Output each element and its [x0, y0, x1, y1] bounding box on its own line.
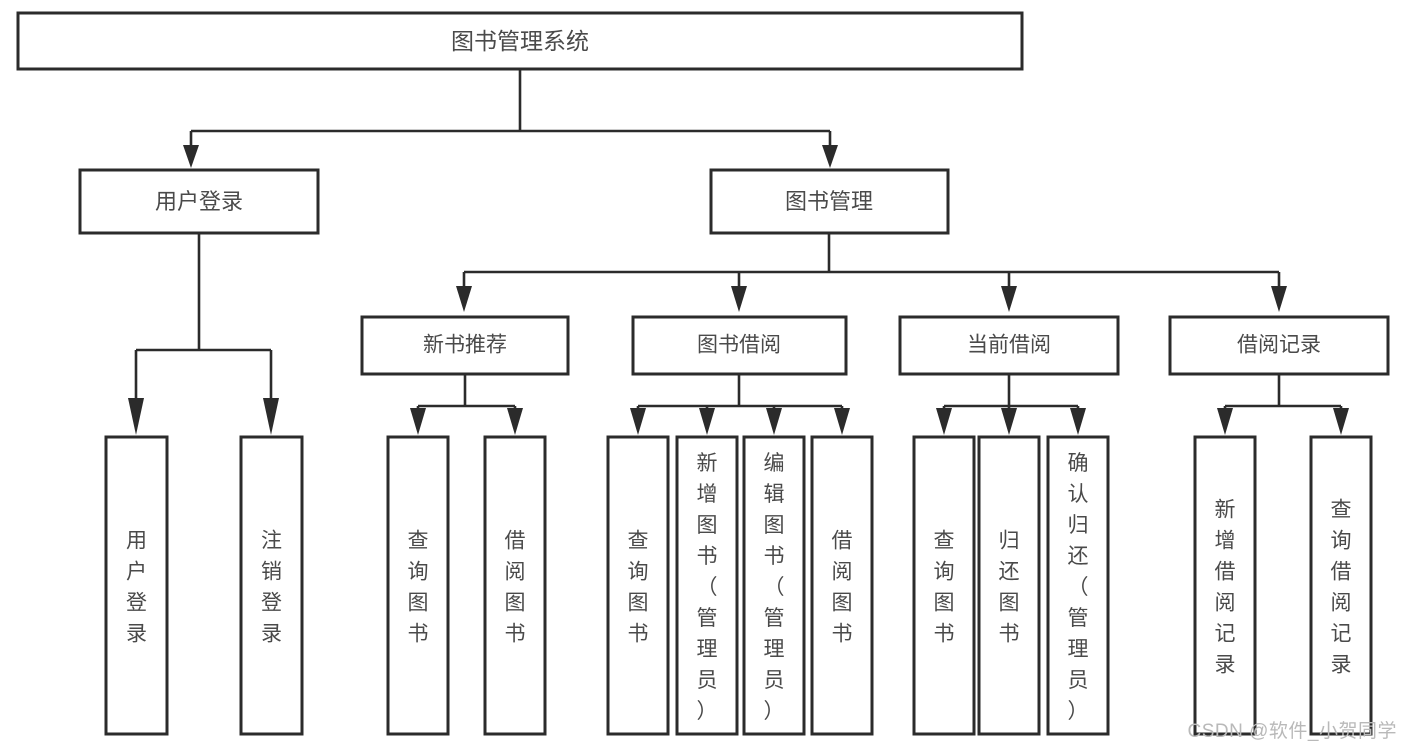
leaf-current-borrow-0-label: 查询图书 [934, 530, 955, 646]
connector-borrow-records-to-leaves [1217, 374, 1349, 435]
leaf-box[interactable] [1309, 435, 1373, 736]
leaf-book-borrow-1[interactable] [675, 435, 739, 736]
leaf-borrow-records-0-label: 新增借阅记录 [1215, 499, 1236, 677]
node-borrow-records-label: 借阅记录 [1237, 334, 1321, 357]
arrow-head-icon [410, 408, 426, 435]
leaf-borrow-records-1[interactable] [1309, 435, 1373, 736]
leaf-text-layer: 用户登录 注销登录 查询图书 借阅图书 查询图书 新增图书（管理员） 编辑图书（管理员） 借阅… [126, 452, 1352, 723]
arrow-head-icon [507, 408, 523, 435]
arrow-head-icon [183, 145, 199, 168]
arrow-head-icon [1001, 408, 1017, 435]
node-root[interactable]: 图书管理系统 [16, 11, 1024, 71]
node-user-login-label: 用户登录 [155, 189, 243, 214]
arrow-head-icon [630, 408, 646, 435]
leaf-book-borrow-2[interactable] [742, 435, 806, 736]
arrow-head-icon [699, 408, 715, 435]
node-root-label: 图书管理系统 [451, 28, 589, 54]
leaf-book-borrow-3-label: 借阅图书 [832, 530, 853, 646]
leaf-box[interactable] [742, 435, 806, 736]
node-current-borrow-label: 当前借阅 [967, 334, 1051, 357]
node-book-management[interactable]: 图书管理 [709, 168, 950, 235]
arrow-head-icon [1001, 286, 1017, 312]
arrow-head-icon [456, 286, 472, 312]
leaf-box[interactable] [104, 435, 169, 736]
leaf-box[interactable] [675, 435, 739, 736]
arrow-head-icon [766, 408, 782, 435]
arrow-head-icon [128, 398, 144, 435]
node-borrow-records[interactable]: 借阅记录 [1168, 315, 1390, 376]
leaf-current-borrow-2-label: 确认归还（管理员） [1068, 452, 1089, 723]
connector-user-login-to-leaves [128, 233, 279, 435]
arrow-head-icon [263, 398, 279, 435]
leaf-user-login-0[interactable] [104, 435, 169, 736]
node-current-borrow[interactable]: 当前借阅 [898, 315, 1120, 376]
leaf-new-book-1-label: 借阅图书 [505, 530, 526, 646]
node-new-book-recommend[interactable]: 新书推荐 [360, 315, 570, 376]
leaf-box[interactable] [483, 435, 547, 736]
leaf-book-borrow-3[interactable] [810, 435, 874, 736]
leaf-book-borrow-0[interactable] [606, 435, 670, 736]
leaf-box[interactable] [386, 435, 450, 736]
node-user-login-box[interactable] [78, 168, 320, 235]
arrow-head-icon [1070, 408, 1086, 435]
node-new-book-recommend-box[interactable] [360, 315, 570, 376]
arrow-head-icon [936, 408, 952, 435]
node-new-book-recommend-label: 新书推荐 [423, 334, 507, 357]
leaf-borrow-records-1-label: 查询借阅记录 [1331, 499, 1352, 677]
leaf-book-borrow-2-label: 编辑图书（管理员） [764, 452, 785, 723]
arrow-head-icon [731, 286, 747, 312]
leaf-current-borrow-1-label: 归还图书 [999, 530, 1020, 646]
arrow-head-icon [1271, 286, 1287, 312]
connector-current-borrow-to-leaves [936, 374, 1086, 435]
leaf-user-login-1-label: 注销登录 [261, 530, 282, 646]
leaf-user-login-1[interactable] [239, 435, 304, 736]
node-book-borrow[interactable]: 图书借阅 [631, 315, 848, 376]
leaf-new-book-1[interactable] [483, 435, 547, 736]
leaf-box[interactable] [810, 435, 874, 736]
leaf-user-login-0-label: 用户登录 [126, 530, 147, 646]
node-book-management-label: 图书管理 [785, 189, 873, 214]
leaf-borrow-records-0[interactable] [1193, 435, 1257, 736]
connector-root-to-level1 [183, 69, 838, 168]
arrow-head-icon [1217, 408, 1233, 435]
node-current-borrow-box[interactable] [898, 315, 1120, 376]
node-root-box[interactable] [16, 11, 1024, 71]
connector-new-book-recommend-to-leaves [410, 374, 523, 435]
leaf-box[interactable] [977, 435, 1041, 736]
arrow-head-icon [822, 145, 838, 168]
leaf-box[interactable] [239, 435, 304, 736]
leaf-box[interactable] [1193, 435, 1257, 736]
leaf-box[interactable] [606, 435, 670, 736]
connector-book-management-to-level2 [456, 233, 1287, 312]
leaf-current-borrow-2[interactable] [1046, 435, 1110, 736]
connector-book-borrow-to-leaves [630, 374, 850, 435]
leaf-current-borrow-1[interactable] [977, 435, 1041, 736]
node-user-login[interactable]: 用户登录 [78, 168, 320, 235]
leaf-current-borrow-0[interactable] [912, 435, 976, 736]
leaf-new-book-0-label: 查询图书 [408, 530, 429, 646]
watermark-text: CSDN @软件_小贺同学 [1187, 721, 1397, 742]
leaf-book-borrow-1-label: 新增图书（管理员） [697, 452, 718, 723]
leaf-book-borrow-0-label: 查询图书 [628, 530, 649, 646]
leaf-box[interactable] [1046, 435, 1110, 736]
arrow-head-icon [1333, 408, 1349, 435]
leaf-new-book-0[interactable] [386, 435, 450, 736]
node-book-borrow-label: 图书借阅 [697, 334, 781, 357]
arrow-head-icon [834, 408, 850, 435]
leaf-box[interactable] [912, 435, 976, 736]
